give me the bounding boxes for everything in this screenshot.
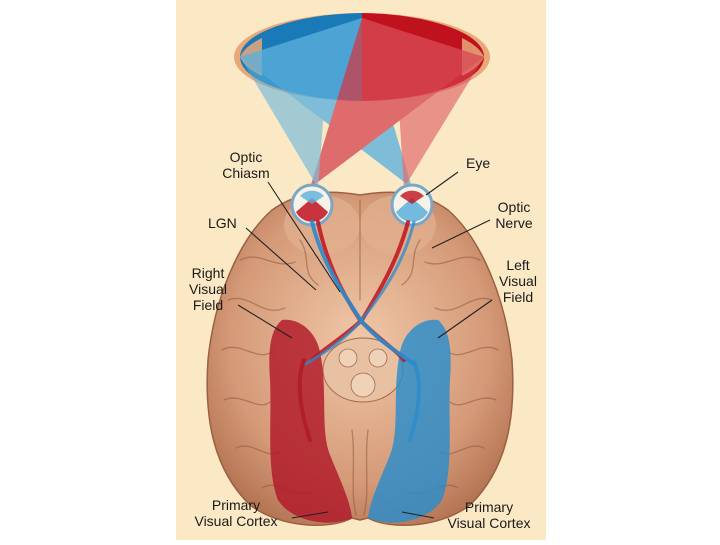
light-beams <box>240 18 484 188</box>
label-optic-chiasm-line1: Optic <box>230 149 263 165</box>
optic-pathways <box>297 220 421 442</box>
label-left-visual-field-line1: Left <box>506 257 529 273</box>
label-optic-nerve-line2: Nerve <box>495 215 533 231</box>
label-right-visual-field-line3: Field <box>193 297 223 313</box>
left-visual-pathway-region <box>368 319 451 523</box>
label-pvc-left-line1: Primary <box>465 499 513 515</box>
beam-blue-to-left-eye <box>240 30 330 188</box>
label-pvc-right-line1: Primary <box>212 497 260 513</box>
right-visual-pathway-region <box>269 319 352 523</box>
label-eye: Eye <box>466 155 490 171</box>
label-right-visual-field-line2: Visual <box>189 281 227 297</box>
blue-pathway-cross <box>304 220 416 366</box>
beam-red-to-right-eye <box>394 30 484 188</box>
label-optic-chiasm-line2: Chiasm <box>222 165 269 181</box>
leader-lines <box>237 171 493 519</box>
brain-illustration <box>206 191 514 526</box>
label-pvc-right-line2: Visual Cortex <box>194 513 277 529</box>
label-right-visual-field-line1: Right <box>192 265 225 281</box>
label-left-visual-field-line3: Field <box>503 289 533 305</box>
label-optic-nerve: Optic Nerve <box>495 199 533 231</box>
label-left-visual-field: Left Visual Field <box>499 257 537 305</box>
label-optic-nerve-line1: Optic <box>498 199 531 215</box>
label-left-visual-field-line2: Visual <box>499 273 537 289</box>
right-eye <box>390 183 434 227</box>
label-pvc-left-line2: Visual Cortex <box>447 515 530 531</box>
label-primary-visual-cortex-right: Primary Visual Cortex <box>194 497 277 529</box>
label-primary-visual-cortex-left: Primary Visual Cortex <box>447 499 530 531</box>
label-lgn: LGN <box>208 215 237 231</box>
label-optic-chiasm: Optic Chiasm <box>222 149 269 181</box>
left-eye <box>290 183 334 227</box>
label-right-visual-field: Right Visual Field <box>189 265 227 313</box>
